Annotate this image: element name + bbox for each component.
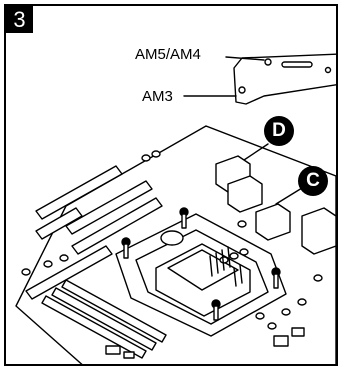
screw-bottom (211, 299, 221, 321)
callout-d: D (264, 116, 294, 146)
power-components (215, 155, 336, 255)
bracket-hole-am5 (264, 58, 272, 66)
bracket-hole-small (324, 66, 332, 74)
vrm-fins (209, 246, 243, 287)
capacitors (21, 150, 323, 330)
label-am3: AM3 (142, 88, 173, 105)
screw-right (271, 267, 281, 289)
screw-left (121, 237, 131, 259)
leader-am5 (225, 56, 265, 61)
bracket-slot (281, 61, 313, 68)
leader-c (275, 187, 303, 205)
bottom-components (105, 327, 305, 359)
expansion-slots (25, 165, 163, 300)
motherboard-illustration (15, 53, 336, 364)
callout-c: C (298, 166, 328, 196)
bracket-hole-am3 (238, 86, 246, 94)
step-number-badge: 3 (6, 6, 33, 33)
cpu-socket-top (167, 249, 239, 291)
instruction-panel: 3 AM5/AM4 AM3 D C (4, 4, 338, 366)
label-am5-am4: AM5/AM4 (135, 46, 201, 63)
memory-slots (41, 279, 167, 359)
capacitor-large (160, 230, 184, 246)
screw-top (179, 207, 189, 229)
